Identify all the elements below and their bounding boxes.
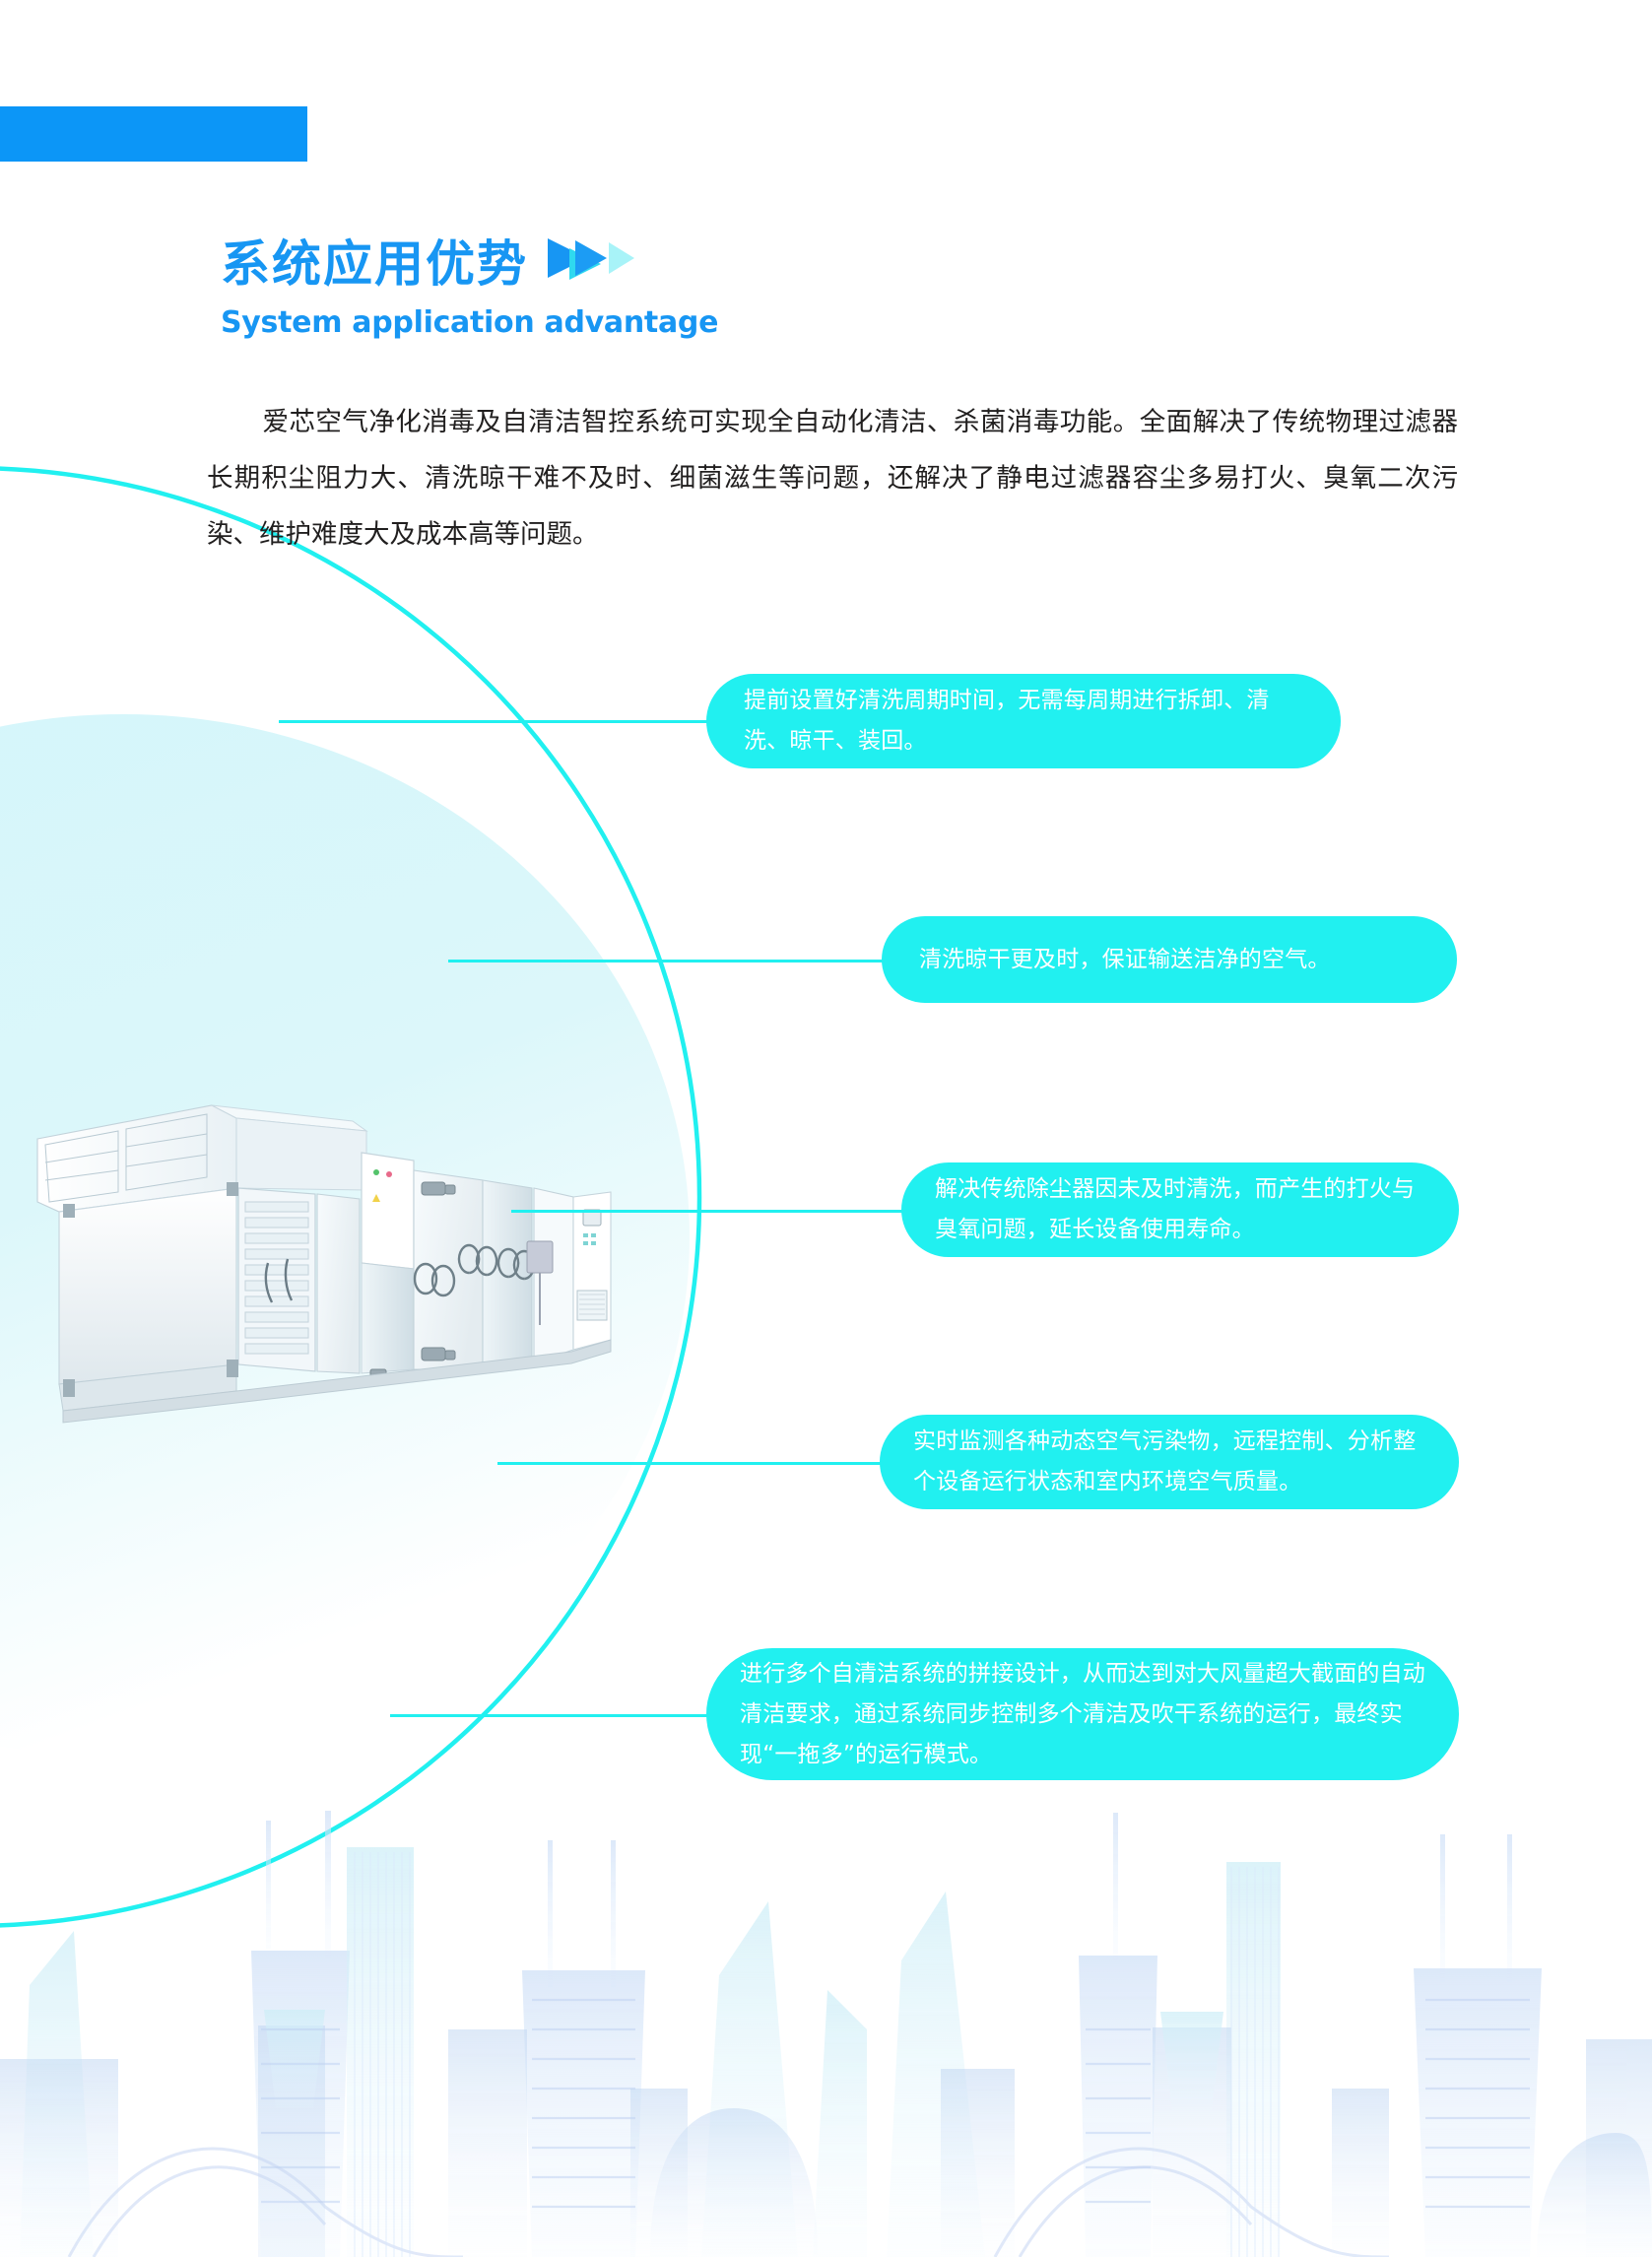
connector-line-4: [497, 1462, 885, 1465]
advantage-pill-4[interactable]: 实时监测各种动态空气污染物，远程控制、分析整个设备运行状态和室内环境空气质量。: [880, 1415, 1459, 1509]
double-arrow-icon: [546, 234, 636, 287]
advantage-pill-1[interactable]: 提前设置好清洗周期时间，无需每周期进行拆卸、清洗、晾干、装回。: [706, 674, 1341, 768]
advantage-text-1: 提前设置好清洗周期时间，无需每周期进行拆卸、清洗、晾干、装回。: [744, 688, 1270, 754]
product-image-air-handling-unit: [36, 1104, 612, 1424]
page-subtitle: System application advantage: [221, 305, 719, 340]
page-title: 系统应用优势: [221, 235, 528, 293]
header-accent-bar: [0, 106, 307, 162]
connector-line-3: [511, 1210, 905, 1213]
advantage-pill-3[interactable]: 解决传统除尘器因未及时清洗，而产生的打火与臭氧问题，延长设备使用寿命。: [901, 1162, 1459, 1257]
connector-line-2: [448, 960, 887, 963]
connector-line-1: [279, 720, 712, 723]
intro-paragraph: 爱芯空气净化消毒及自清洁智控系统可实现全自动化清洁、杀菌消毒功能。全面解决了传统…: [207, 394, 1458, 563]
section-heading: 系统应用优势 System application advantage: [221, 236, 1107, 340]
connector-line-5: [390, 1714, 712, 1717]
advantage-text-3: 解决传统除尘器因未及时清洗，而产生的打火与臭氧问题，延长设备使用寿命。: [935, 1176, 1416, 1242]
advantage-pill-5[interactable]: 进行多个自清洁系统的拼接设计，从而达到对大风量超大截面的自动清洁要求，通过系统同…: [706, 1648, 1459, 1780]
intro-text: 爱芯空气净化消毒及自清洁智控系统可实现全自动化清洁、杀菌消毒功能。全面解决了传统…: [207, 407, 1458, 550]
advantage-text-4: 实时监测各种动态空气污染物，远程控制、分析整个设备运行状态和室内环境空气质量。: [913, 1428, 1417, 1494]
advantage-text-2: 清洗晾干更及时，保证输送洁净的空气。: [919, 946, 1331, 972]
advantage-text-5: 进行多个自清洁系统的拼接设计，从而达到对大风量超大截面的自动清洁要求，通过系统同…: [740, 1660, 1425, 1767]
advantage-pill-2[interactable]: 清洗晾干更及时，保证输送洁净的空气。: [882, 916, 1457, 1003]
